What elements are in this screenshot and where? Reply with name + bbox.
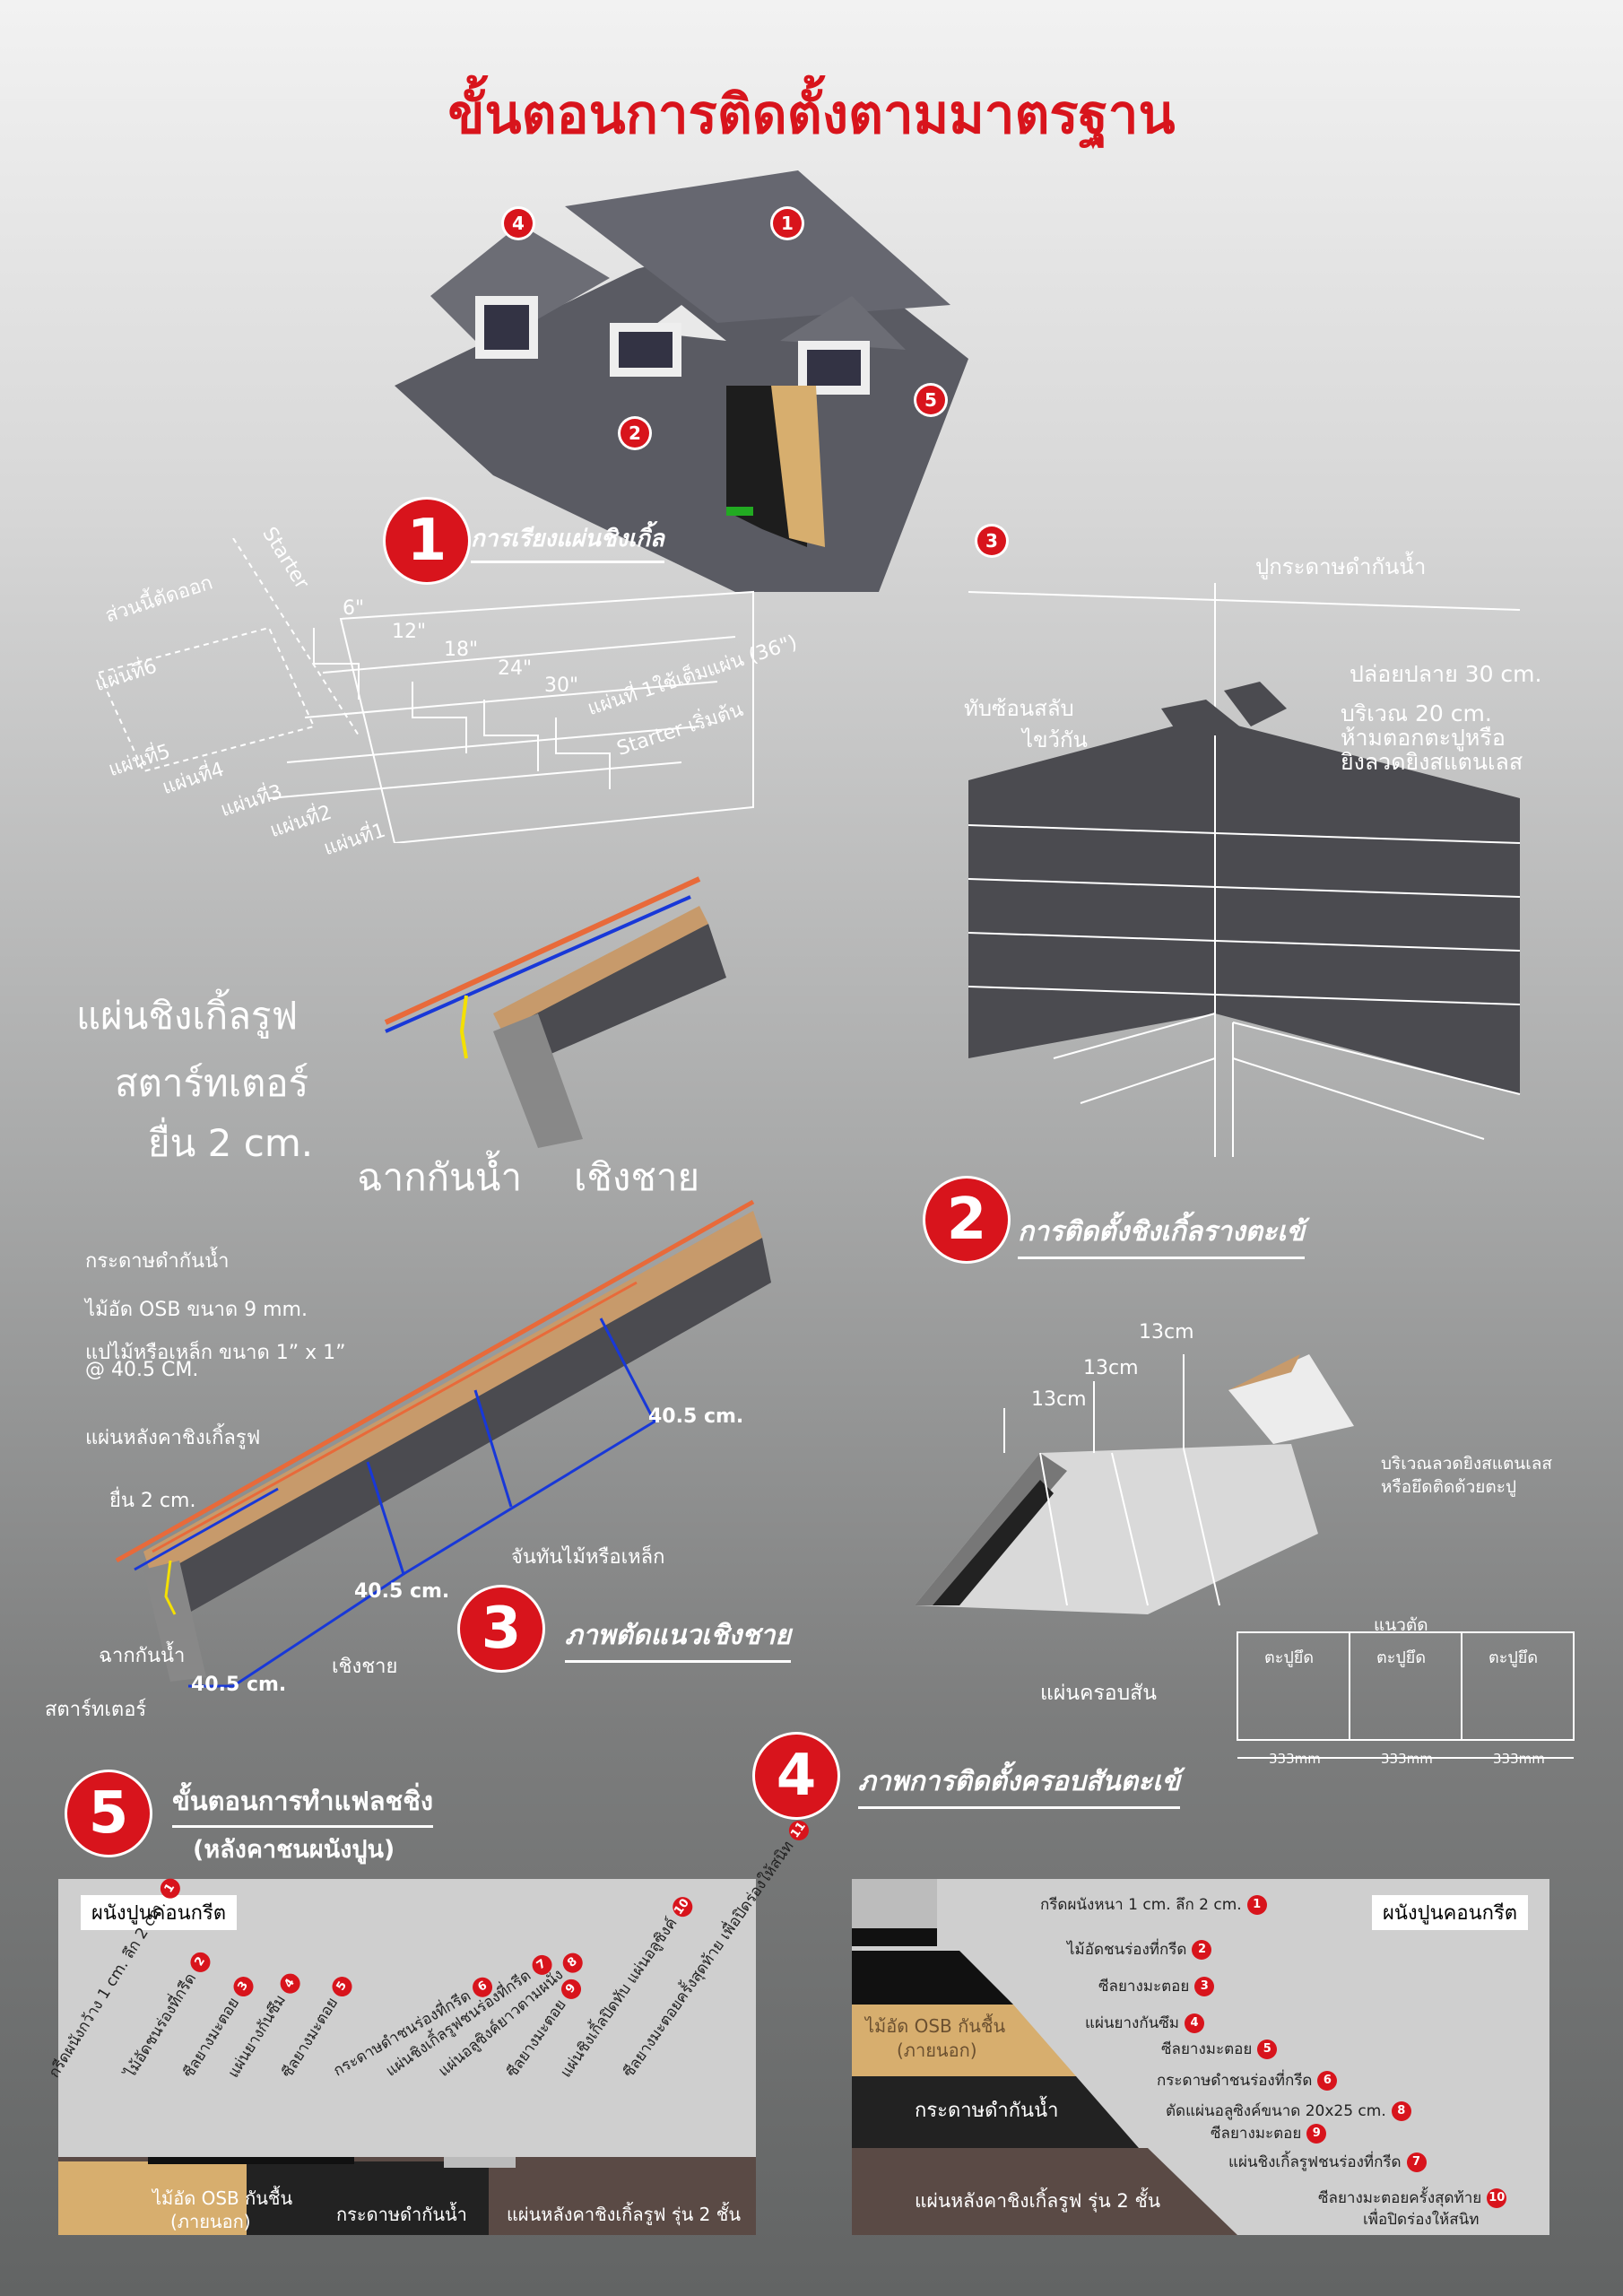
flashing-panel-right: ผนังปูนคอนกรีต ไม้อัด OSB กันชื้น (ภายนอ… — [852, 1879, 1549, 2235]
right-step-1: กรีดผนังหนา 1 cm. ลึก 2 cm.1 — [1040, 1892, 1267, 1917]
sec3-dim-1: 40.5 cm. — [648, 1405, 744, 1428]
sec3-rafter-label: จันทันไม้หรือเหล็ก — [511, 1546, 665, 1569]
right-shingle-label: แผ่นหลังคาชิงเกิ้ลรูฟ รุ่น 2 ชั้น — [915, 2190, 1161, 2212]
section5-number: 5 — [67, 1772, 150, 1855]
sec3-extend-label: ยื่น 2 cm. — [109, 1490, 196, 1512]
section2-number: 2 — [925, 1178, 1008, 1261]
sec3-starter-label: สตาร์ทเตอร์ — [45, 1699, 147, 1721]
shingle-layout-diagram — [97, 538, 754, 843]
house-illustration — [395, 170, 968, 592]
offset-6: 6" — [343, 597, 365, 620]
eave-extend-label: ยื่น 2 cm. — [148, 1121, 314, 1165]
valley-nonail-label2: ยิงลวดยิงสแตนเลส — [1341, 749, 1523, 775]
offset-24: 24" — [498, 657, 533, 680]
valley-diagram — [968, 583, 1521, 1157]
sec3-osb-label: ไม้อัด OSB ขนาด 9 mm. — [85, 1299, 308, 1321]
right-osb-label2: (ภายนอก) — [897, 2039, 977, 2061]
right-osb-label: ไม้อัด OSB กันชื้น — [865, 2015, 1006, 2037]
ridge-cut-line: แนวตัด — [1374, 1615, 1428, 1635]
valley-overlap-label2: ไขว้กัน — [1022, 727, 1088, 752]
house-marker-5: 5 — [916, 386, 945, 414]
valley-overlap-label: ทับซ้อนสลับ — [964, 696, 1074, 721]
offset-12: 12" — [392, 621, 427, 643]
ridge-nail-area: บริเวณลวดยิงสแตนเลส — [1381, 1454, 1553, 1474]
left-osb-label: ไม้อัด OSB กันชื้น — [152, 2187, 293, 2209]
eave-detail-diagram — [384, 876, 726, 1148]
right-step-10-line2: เพื่อปิดร่องให้สนิท — [1363, 2211, 1480, 2229]
right-paper-label: กระดาษดำกันน้ำ — [915, 2100, 1059, 2122]
ridge-nail-area2: หรือยึดติดด้วยตะปู — [1381, 1477, 1517, 1497]
eave-starter-label: สตาร์ทเตอร์ — [115, 1061, 309, 1105]
valley-nonail-label: ห้ามตอกตะปูหรือ — [1341, 725, 1506, 751]
left-osb-label2: (ภายนอก) — [170, 2211, 251, 2232]
eave-fascia-label: เชิงชาย — [574, 1155, 700, 1199]
eave-section-diagram — [115, 1199, 771, 1688]
ridge-cap-label: แผ่นครอบสัน — [1040, 1682, 1157, 1705]
section3-title: ภาพตัดแนวเชิงชาย — [565, 1614, 792, 1663]
sec3-underlay-label: กระดาษดำกันน้ำ — [85, 1250, 230, 1273]
left-paper-label: กระดาษดำกันน้ำ — [336, 2204, 467, 2225]
house-marker-4: 4 — [504, 209, 533, 238]
left-shingle-label: แผ่นหลังคาชิงเกิ้ลรูฟ รุ่น 2 ชั้น — [507, 2204, 741, 2225]
offset-18: 18" — [444, 639, 479, 661]
section4-number: 4 — [755, 1735, 838, 1817]
valley-area-label: บริเวณ 20 cm. — [1341, 700, 1492, 726]
right-step-8: ตัดแผ่นอลูซิงค์ขนาด 20x25 cm.8 — [1166, 2099, 1411, 2123]
left-steps: กรีดผนังกว้าง 1 cm. ลึก 2 cm.1 ไม้อัดชนร… — [45, 1816, 812, 2130]
section1-number: 1 — [386, 500, 468, 582]
ridge-cap-diagram — [915, 1354, 1575, 1759]
right-wall-tag: ผนังปูนคอนกรีต — [1372, 1895, 1529, 1930]
ridge-dim-2: 13cm — [1083, 1357, 1139, 1379]
sec3-flashing-label: ฉากกันน้ำ — [99, 1645, 186, 1667]
eave-flashing-label: ฉากกันน้ำ — [357, 1155, 523, 1199]
ridge-width-3: 333mm — [1493, 1751, 1545, 1767]
ridge-dim-3: 13cm — [1031, 1388, 1087, 1411]
house-marker-2: 2 — [621, 419, 649, 448]
ridge-width-1: 333mm — [1269, 1751, 1321, 1767]
eave-shingle-label: แผ่นชิงเกิ้ลรูฟ — [76, 994, 299, 1038]
ridge-nail-2: ตะปูยึด — [1376, 1648, 1427, 1667]
ridge-dim-1: 13cm — [1139, 1321, 1194, 1344]
section4-title: ภาพการติดตั้งครอบสันตะเข้ — [858, 1761, 1181, 1809]
section2-title: การติดตั้งชิงเกิ้ลรางตะเข้ — [1018, 1211, 1305, 1259]
ridge-width-2: 333mm — [1381, 1751, 1433, 1767]
sec3-purlin-label: แปไม้หรือเหล็ก ขนาด 1” x 1” — [85, 1342, 346, 1364]
valley-underlay-label: ปูกระดาษดำกันน้ำ — [1255, 554, 1427, 579]
valley-release-label: ปล่อยปลาย 30 cm. — [1350, 661, 1542, 687]
section1-title: การเรียงแผ่นชิงเกิ้ล — [471, 520, 664, 563]
ridge-nail-1: ตะปูยึด — [1264, 1648, 1315, 1667]
sec3-shingle-label: แผ่นหลังคาชิงเกิ้ลรูฟ — [85, 1427, 261, 1449]
offset-30: 30" — [544, 674, 579, 697]
ridge-nail-3: ตะปูยึด — [1488, 1648, 1539, 1667]
section3-number: 3 — [460, 1587, 542, 1670]
sec3-fascia-label: เชิงชาย — [332, 1656, 398, 1678]
section5-title: ขั้นตอนการทำแฟลชชิ่ง — [172, 1780, 434, 1828]
house-marker-1: 1 — [773, 209, 802, 238]
house-marker-3: 3 — [977, 526, 1006, 555]
page-title: ขั้นตอนการติดตั้งตามมาตรฐาน — [447, 83, 1176, 146]
sec3-purlin-label2: @ 40.5 CM. — [85, 1359, 199, 1381]
sec3-dim-2: 40.5 cm. — [354, 1580, 450, 1603]
flashing-panel-left: ผนังปูนคอนกรีต ไม้อัด OSB กันชื้น (ภายนอ… — [58, 1879, 756, 2235]
section5-subtitle: (หลังคาชนผนังปูน) — [193, 1836, 395, 1864]
sec3-dim-3: 40.5 cm. — [191, 1674, 287, 1696]
left-wall-tag: ผนังปูนคอนกรีต — [81, 1895, 238, 1930]
